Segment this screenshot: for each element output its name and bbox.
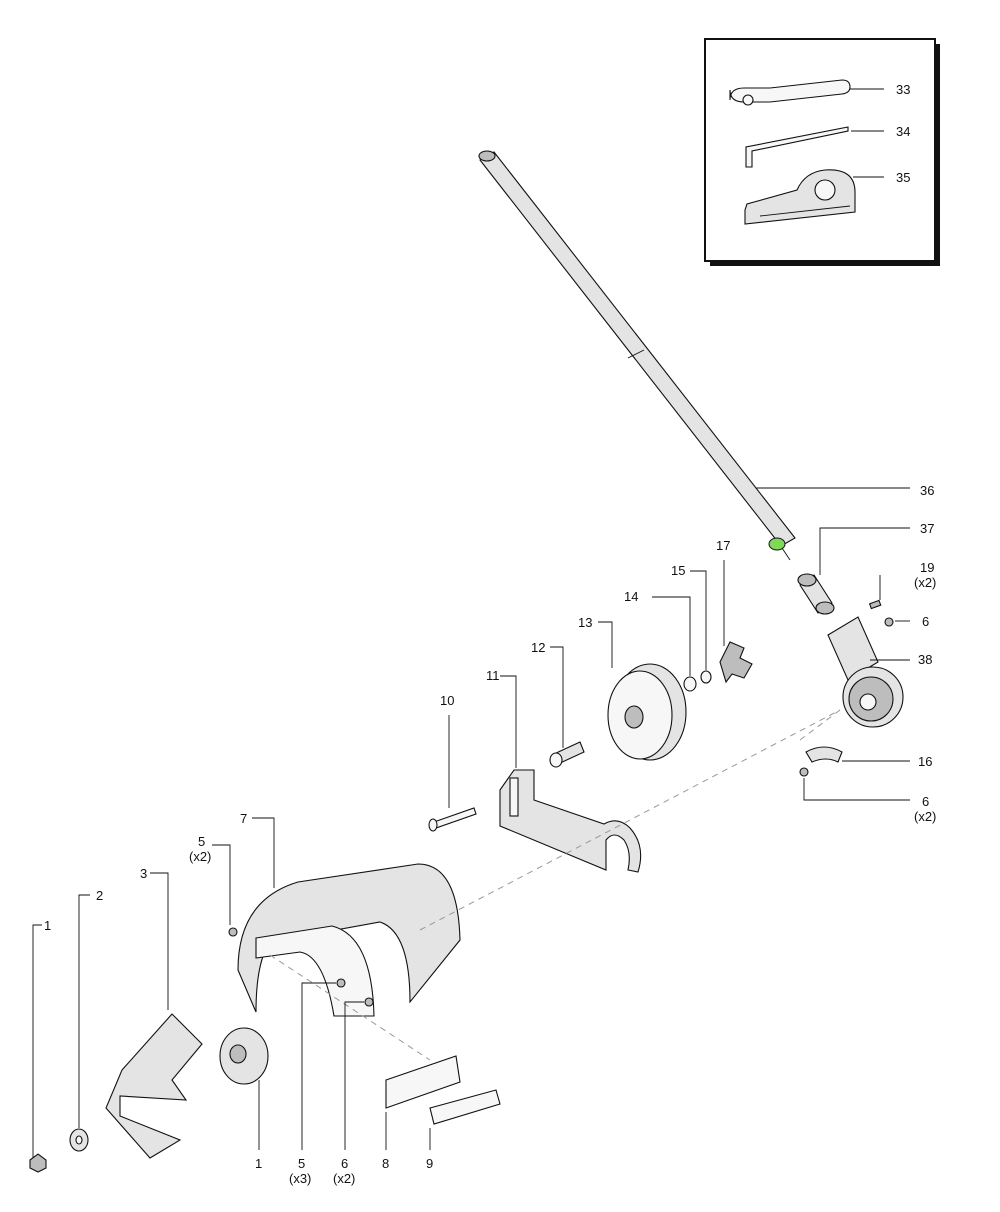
part-11-bracket xyxy=(499,769,642,873)
callout-9-number: 9 xyxy=(426,1156,433,1171)
callout-6c-qty: (x2) xyxy=(333,1171,355,1186)
assembly-lines xyxy=(269,709,841,1061)
callout-19-number: 19 xyxy=(920,560,934,575)
part-33-wrench xyxy=(729,79,851,106)
part-37-coupling xyxy=(797,573,835,615)
leader-lines xyxy=(32,88,910,1158)
callout-6b-qty: (x2) xyxy=(914,809,936,824)
screw-5-lower xyxy=(336,978,346,988)
callout-36-number: 36 xyxy=(920,483,934,498)
part-35-guide-tool xyxy=(744,169,856,225)
callout-34-number: 34 xyxy=(896,124,910,139)
callout-35-number: 35 xyxy=(896,170,910,185)
callout-7-number: 7 xyxy=(240,811,247,826)
screw-5-upper xyxy=(228,927,238,937)
part-1-blade-disc xyxy=(219,1027,269,1085)
part-36-shaft xyxy=(478,150,796,561)
callout-1b-number: 1 xyxy=(255,1156,262,1171)
screw-6-top xyxy=(884,617,894,627)
screw-6-bottom xyxy=(799,767,809,777)
callout-6c-number: 6 xyxy=(341,1156,348,1171)
part-38-gearbox xyxy=(827,616,904,728)
callout-1a-number: 1 xyxy=(44,918,51,933)
callout-13-number: 13 xyxy=(578,615,592,630)
callout-5a-qty: (x2) xyxy=(189,849,211,864)
callout-5b-number: 5 xyxy=(298,1156,305,1171)
callout-17-number: 17 xyxy=(716,538,730,553)
callout-6a-number: 6 xyxy=(922,614,929,629)
part-12-axle xyxy=(549,741,585,768)
part-9-strip xyxy=(429,1089,501,1125)
part-16-clamp xyxy=(805,746,843,763)
callout-10-number: 10 xyxy=(440,693,454,708)
callout-3-number: 3 xyxy=(140,866,147,881)
screw-19 xyxy=(868,599,882,610)
callout-12-number: 12 xyxy=(531,640,545,655)
part-17-knob xyxy=(719,641,753,684)
callout-11-number: 11 xyxy=(486,668,500,683)
screw-6-lower xyxy=(364,997,374,1007)
callout-2-number: 2 xyxy=(96,888,103,903)
callout-6b-number: 6 xyxy=(922,794,929,809)
callout-37-number: 37 xyxy=(920,521,934,536)
part-13-wheel xyxy=(607,663,687,761)
part-3-spring-bracket xyxy=(105,1013,203,1159)
part-2-washer xyxy=(69,1128,89,1152)
callout-33-number: 33 xyxy=(896,82,910,97)
callout-16-number: 16 xyxy=(918,754,932,769)
part-34-hex-key xyxy=(745,126,849,168)
callout-5b-qty: (x3) xyxy=(289,1171,311,1186)
part-10-bolt xyxy=(428,807,477,832)
callout-8-number: 8 xyxy=(382,1156,389,1171)
part-14-washer xyxy=(683,676,697,692)
callout-14-number: 14 xyxy=(624,589,638,604)
part-8-blade-plate xyxy=(385,1055,461,1109)
part-15-washer xyxy=(700,670,712,684)
callout-15-number: 15 xyxy=(671,563,685,578)
callout-38-number: 38 xyxy=(918,652,932,667)
part-1-bolt xyxy=(29,1153,47,1173)
tools-inset-box xyxy=(704,38,940,266)
callout-19-qty: (x2) xyxy=(914,575,936,590)
callout-labels: 1 1 2 3 5 (x2) 5 (x3) 6 6 (x2) 6 (x2) 7 … xyxy=(44,82,936,1186)
part-7-guard xyxy=(237,863,461,1017)
callout-5a-number: 5 xyxy=(198,834,205,849)
